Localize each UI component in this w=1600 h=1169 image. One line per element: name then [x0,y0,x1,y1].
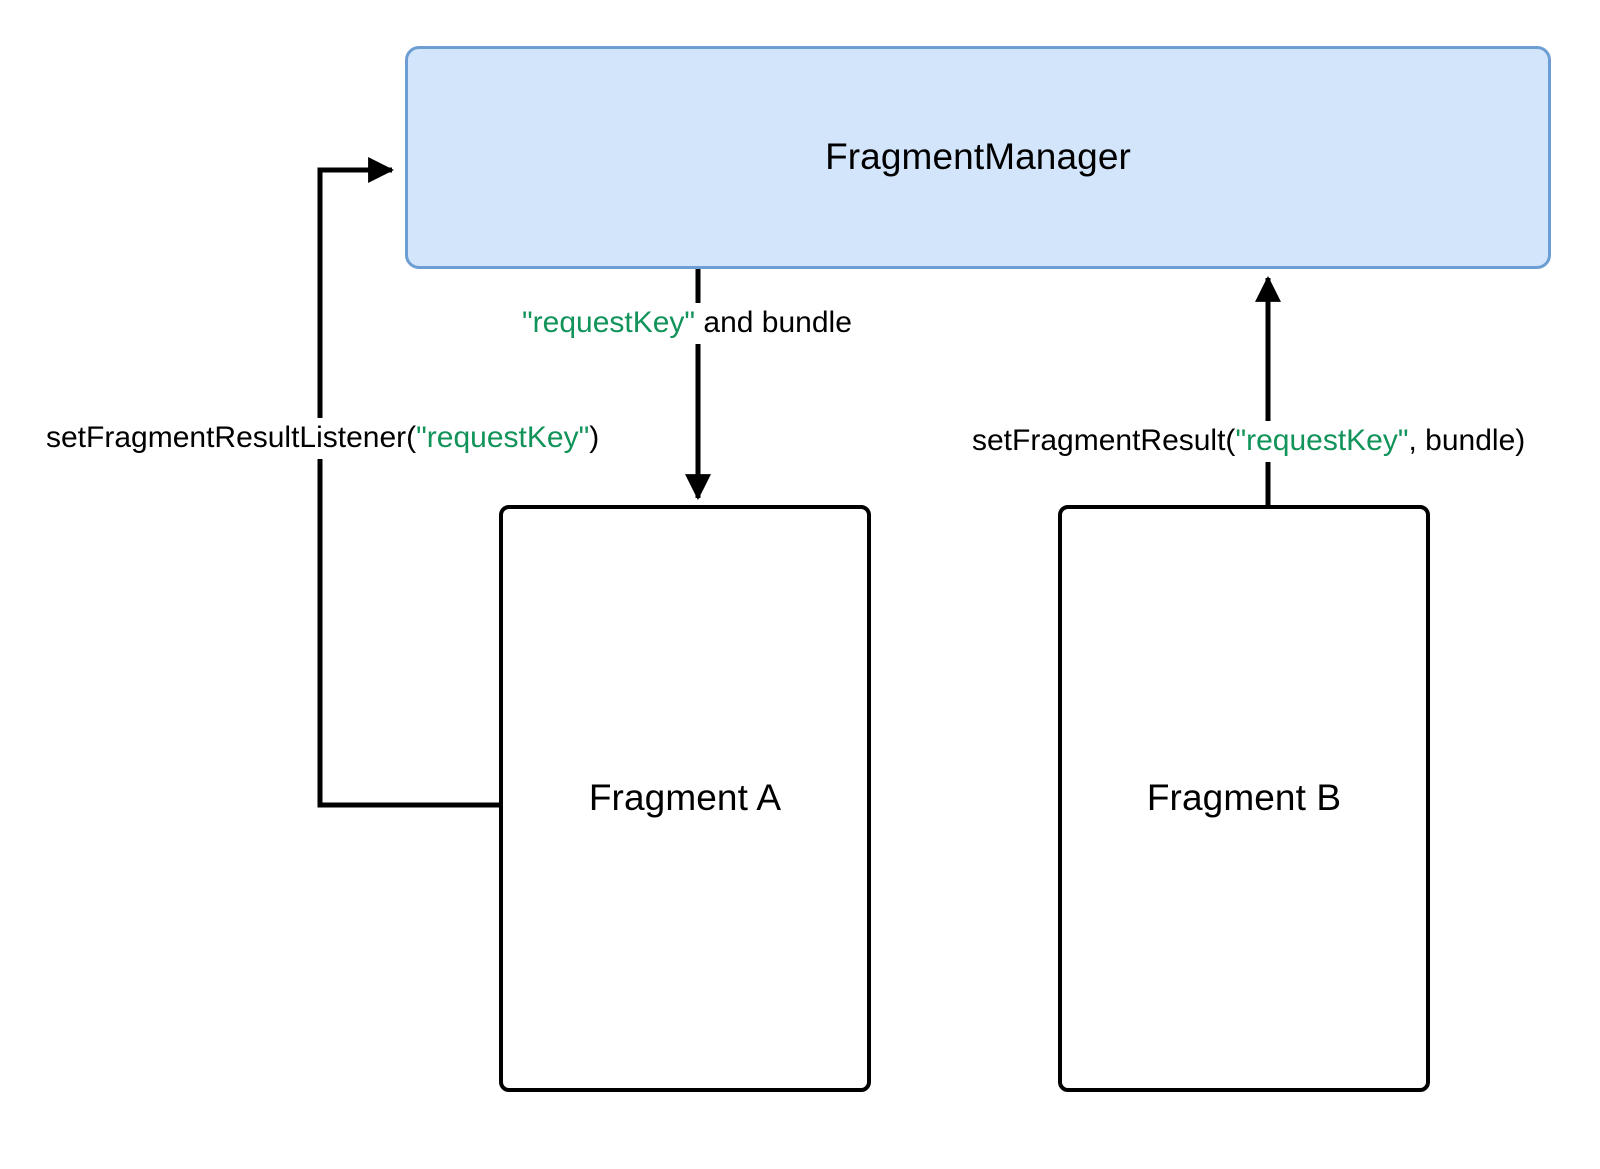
edge-label-listener-registration: setFragmentResultListener("requestKey") [40,418,606,459]
node-fragment-a-label: Fragment A [588,777,782,819]
edge-label-result-publish-key: "requestKey" [1235,424,1409,457]
edge-label-result-delivery-key: "requestKey" [522,306,696,339]
edge-label-listener-registration-suffix: ) [589,421,600,454]
node-fragment-b[interactable]: Fragment B [1058,505,1430,1092]
edge-label-listener-registration-prefix: setFragmentResultListener( [46,421,417,454]
edge-label-listener-registration-key: "requestKey" [416,421,590,454]
node-fragment-manager-label: FragmentManager [825,136,1131,178]
edge-listener-registration-path [317,157,499,808]
node-fragment-manager[interactable]: FragmentManager [405,46,1551,269]
node-fragment-a[interactable]: Fragment A [499,505,871,1092]
edge-label-result-publish-suffix: , bundle) [1408,424,1526,457]
edge-listener-registration [317,157,499,808]
node-fragment-b-label: Fragment B [1146,777,1342,819]
edge-label-result-publish: setFragmentResult("requestKey", bundle) [966,421,1532,462]
edge-label-result-publish-prefix: setFragmentResult( [972,424,1236,457]
edge-label-result-delivery: "requestKey" and bundle [516,303,858,344]
edge-label-result-delivery-suffix: and bundle [695,306,852,339]
